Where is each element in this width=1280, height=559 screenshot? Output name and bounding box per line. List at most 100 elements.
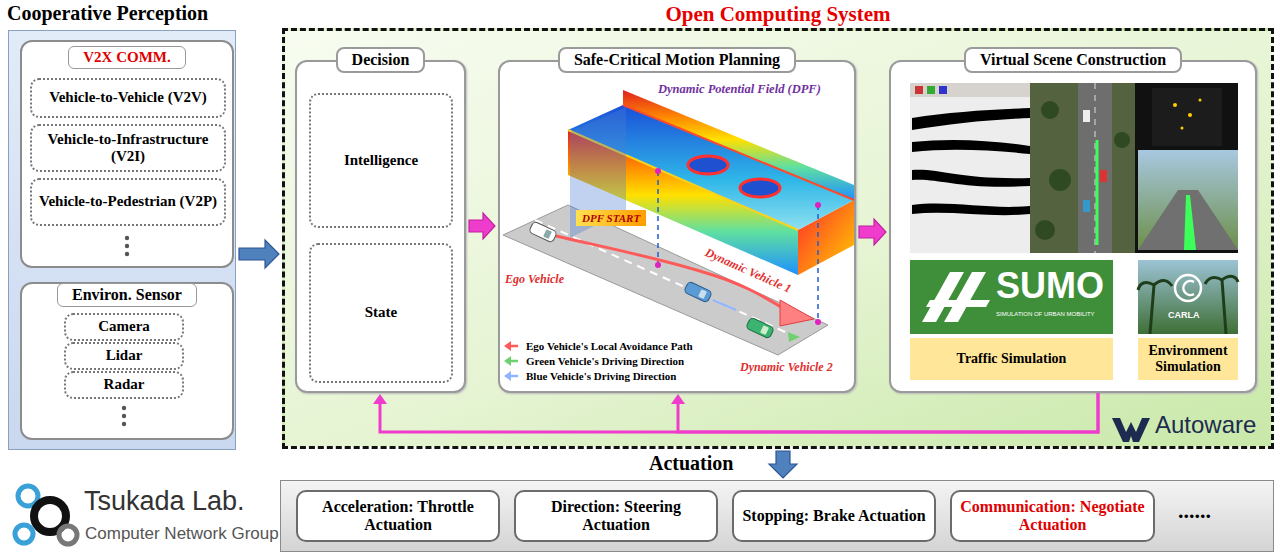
art-path xyxy=(1183,281,1194,295)
box-label: Camera xyxy=(98,318,150,335)
art-rect xyxy=(1078,83,1112,253)
item-box: Vehicle-to-Infrastructure (V2I) xyxy=(30,124,226,172)
art-line xyxy=(657,171,659,265)
label-holder: Computer Network Group xyxy=(85,524,279,544)
feedback-arrow xyxy=(671,393,1098,432)
logo-text: Autoware xyxy=(1155,411,1256,439)
art-rect xyxy=(939,86,947,94)
art-rect xyxy=(1030,83,1135,253)
label-holder: SUMO xyxy=(996,268,1104,304)
block-arrow xyxy=(239,240,279,268)
art-rect xyxy=(1138,150,1238,250)
box-label: Communication: Negotiate Actuation xyxy=(958,498,1147,535)
art-rect xyxy=(529,221,558,243)
art-circle xyxy=(125,244,129,248)
art-g xyxy=(529,221,558,243)
art-rect xyxy=(1083,110,1090,122)
heading: Decision xyxy=(336,47,426,73)
item-box: Intelligence xyxy=(309,93,453,228)
art-ellipse xyxy=(740,179,780,197)
logo-subtitle: SIMULATION OF URBAN MOBILITY xyxy=(996,311,1095,317)
box-label: Environment Simulation xyxy=(1142,343,1234,375)
art-circle xyxy=(122,406,126,410)
label-holder: Tsukada Lab. xyxy=(84,486,245,517)
art-polygon xyxy=(922,272,964,322)
art-polygon xyxy=(788,332,800,342)
art-polygon xyxy=(944,272,986,322)
actuation-bar: ActuationAcceleration: Throttle Actuatio… xyxy=(280,480,1274,552)
box-label: Vehicle-to-Pedestrian (V2P) xyxy=(39,193,217,210)
art-polygon xyxy=(798,200,854,275)
box-label: Stopping: Brake Actuation xyxy=(742,507,925,525)
heading: Safe-Critical Motion Planning xyxy=(558,47,796,73)
art-circle xyxy=(34,500,66,532)
vehicle-label: Dynamic Vehicle 1 xyxy=(701,244,795,297)
ellipsis: ...... xyxy=(1178,498,1211,524)
actuation-box: Acceleration: Throttle Actuation xyxy=(296,490,500,542)
arrow-head xyxy=(671,394,685,404)
art-polygon xyxy=(1112,418,1150,442)
label-holder: DPF START xyxy=(576,210,646,226)
perception-panel: Cooperative PerceptionV2X COMM.Vehicle-t… xyxy=(8,30,236,450)
art-path xyxy=(912,170,1030,187)
art-g xyxy=(684,281,713,303)
art-line xyxy=(1095,83,1096,253)
art-polygon xyxy=(504,356,511,366)
art-line xyxy=(506,345,518,348)
block-arrow xyxy=(769,451,797,478)
art-circle xyxy=(655,168,661,174)
art-path xyxy=(912,140,1030,154)
art-rect xyxy=(910,83,1238,253)
label-holder: Dynamic Vehicle 1 xyxy=(701,244,795,297)
box-label: Vehicle-to-Vehicle (V2V) xyxy=(49,89,207,106)
logo-text: CARLA xyxy=(1168,310,1200,320)
art-circle xyxy=(125,252,129,256)
item-box: Camera xyxy=(64,313,184,340)
art-circle xyxy=(1199,99,1202,102)
art-polygon xyxy=(780,300,814,326)
art-polygon xyxy=(926,300,990,307)
art-polygon xyxy=(623,90,854,200)
art-ellipse xyxy=(688,156,728,174)
arrow-head xyxy=(373,394,387,404)
art-line xyxy=(506,360,518,363)
flow-arrow xyxy=(769,451,797,478)
item-box: Radar xyxy=(64,371,184,398)
art-rect xyxy=(910,83,1030,97)
art-circle xyxy=(1173,103,1177,107)
art-line xyxy=(817,205,819,322)
group-box: V2X COMM. Vehicle-to-Vehicle (V2V) Vehicle… xyxy=(20,40,234,268)
label-holder: Dynamic Potential Field (DPF) xyxy=(658,82,821,97)
label-holder: Ego Vehicle's Local Avoidance Path xyxy=(526,339,693,353)
art-polygon xyxy=(1184,195,1196,250)
box-label: Direction: Steering Actuation xyxy=(522,498,710,535)
art-line xyxy=(535,220,803,340)
box-label: Acceleration: Throttle Actuation xyxy=(304,498,492,535)
art-polygon xyxy=(503,205,828,355)
label-holder: Autoware xyxy=(1155,411,1256,439)
art-polygon xyxy=(568,130,798,275)
art-circle xyxy=(1041,101,1059,119)
vehicle-label: Ego Vehicle xyxy=(503,272,566,287)
label-holder: CARLA xyxy=(1168,310,1200,320)
box-label: Intelligence xyxy=(344,152,418,169)
art-rect xyxy=(543,229,552,239)
art-rect xyxy=(698,289,707,299)
label-holder: ...... xyxy=(1178,498,1211,524)
lab-name: Tsukada Lab. xyxy=(84,486,245,517)
heading: V2X COMM. xyxy=(68,46,185,69)
flow-arrow xyxy=(859,219,886,245)
block-arrow xyxy=(859,219,886,245)
art-rect xyxy=(1152,88,1222,146)
dpf-label: Dynamic Potential Field (DPF) xyxy=(658,82,821,97)
actuation-box: Direction: Steering Actuation xyxy=(514,490,718,542)
actuation-box: Communication: Negotiate Actuation xyxy=(950,490,1155,542)
art-circle xyxy=(1188,113,1192,117)
art-polygon xyxy=(504,371,511,381)
label-holder: Ego Vehicle xyxy=(503,272,566,287)
item-box: State xyxy=(309,243,453,383)
box-label: Radar xyxy=(104,376,145,393)
art-circle xyxy=(815,202,821,208)
art-circle xyxy=(1175,275,1201,301)
art-polyline xyxy=(623,105,854,200)
